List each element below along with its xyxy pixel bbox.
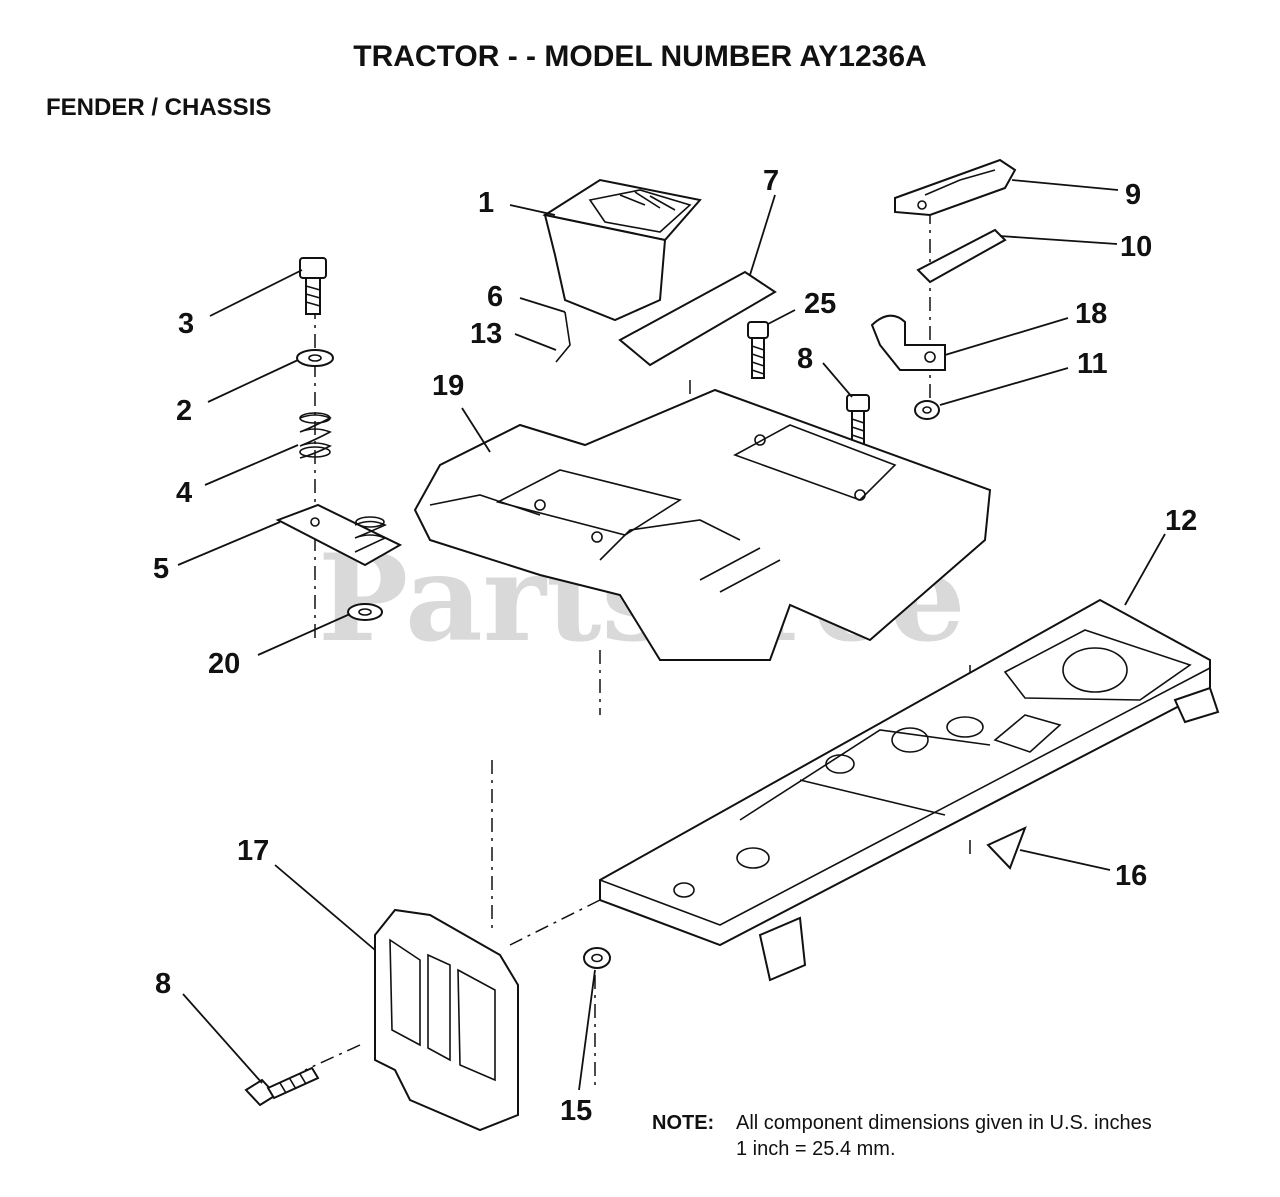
part-25-bolt[interactable]: [747, 321, 769, 379]
section-subtitle: FENDER / CHASSIS: [46, 94, 272, 121]
callout-20: 20: [208, 648, 240, 680]
part-16-tab[interactable]: [986, 826, 1027, 870]
part-2-washer[interactable]: [296, 349, 334, 367]
callout-15: 15: [560, 1095, 592, 1127]
callout-25: 25: [804, 288, 836, 320]
page-title: TRACTOR - - MODEL NUMBER AY1236A: [353, 40, 927, 73]
callout-16: 16: [1115, 860, 1147, 892]
part-11-nut[interactable]: [914, 400, 940, 420]
callout-2: 2: [176, 395, 192, 427]
note-line-1: All component dimensions given in U.S. i…: [736, 1112, 1152, 1134]
callout-4: 4: [176, 477, 192, 509]
part-3-bolt[interactable]: [299, 257, 327, 315]
part-4-spring[interactable]: [299, 412, 332, 459]
part-5-plate[interactable]: [275, 503, 403, 567]
note-label: NOTE:: [652, 1112, 715, 1134]
callout-1: 1: [478, 187, 494, 219]
part-17-side-plate[interactable]: [374, 908, 519, 1132]
part-18-clamp[interactable]: [870, 314, 946, 371]
part-20-washer[interactable]: [347, 603, 383, 621]
callout-12: 12: [1165, 505, 1197, 537]
callout-19: 19: [432, 370, 464, 402]
callout-8-lower: 8: [155, 968, 171, 1000]
callout-13: 13: [470, 318, 502, 350]
callout-8-upper: 8: [797, 343, 813, 375]
part-6-rod[interactable]: [555, 311, 571, 363]
part-12-chassis-frame[interactable]: [599, 598, 1220, 982]
callout-5: 5: [153, 553, 169, 585]
callout-7: 7: [763, 165, 779, 197]
callout-11: 11: [1077, 348, 1108, 380]
part-10-bracket[interactable]: [916, 228, 1007, 284]
part-15-nut[interactable]: [583, 947, 611, 969]
part-7-pad[interactable]: [618, 270, 777, 367]
callout-10: 10: [1120, 231, 1152, 263]
part-19-fender[interactable]: [413, 388, 992, 661]
dimension-note: NOTE: All component dimensions given in U…: [652, 1110, 1152, 1162]
part-9-cover[interactable]: [894, 158, 1017, 217]
part-8-lower-bolt[interactable]: [244, 1066, 320, 1107]
part-1-battery-box[interactable]: [542, 178, 702, 322]
callout-18: 18: [1075, 298, 1107, 330]
callout-9: 9: [1125, 179, 1141, 211]
callout-6: 6: [487, 281, 503, 313]
callout-3: 3: [178, 308, 194, 340]
callout-17: 17: [237, 835, 269, 867]
note-line-2: 1 inch = 25.4 mm.: [736, 1138, 896, 1160]
